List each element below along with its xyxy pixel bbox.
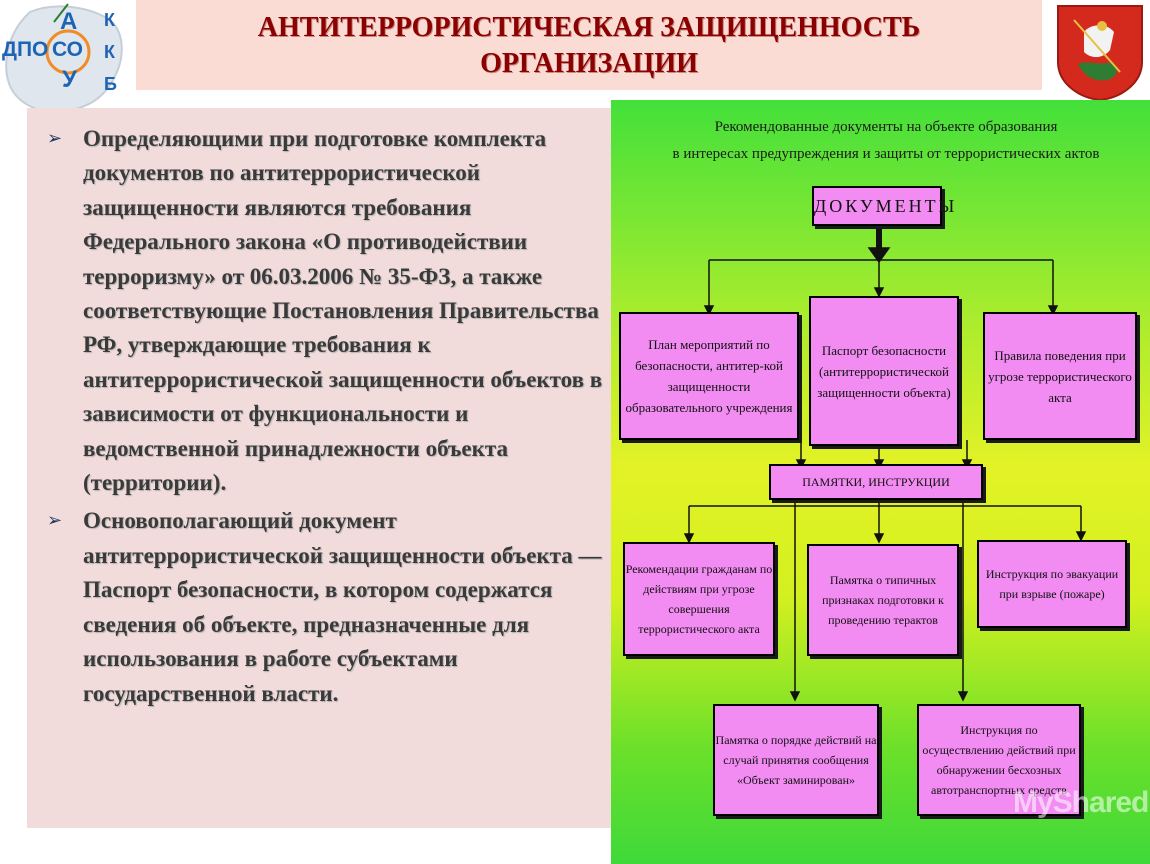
diagram-box-evacuation: Инструкция по эвакуации при взрыве (пожа…: [977, 540, 1127, 628]
list-item: ➢ Определяющими при подготовке комплекта…: [39, 122, 614, 500]
logo-left-letters: ДПО: [2, 38, 49, 61]
moscow-coat-of-arms-icon: [1054, 2, 1146, 102]
diagram-box-rules: Правила поведения при угрозе террористич…: [983, 312, 1137, 440]
logo-right-letter-2: К: [104, 42, 115, 62]
diagram-box-memo-mined: Памятка о порядке действий на случай при…: [713, 704, 879, 816]
diagram-title: Рекомендованные документы на объекте обр…: [651, 114, 1121, 168]
text-panel: ➢ Определяющими при подготовке комплекта…: [27, 108, 611, 828]
bullet-list: ➢ Определяющими при подготовке комплекта…: [39, 122, 614, 715]
bullet-text-2: Основополагающий документ антитеррористи…: [83, 508, 602, 706]
diagram-box-recommendations: Рекомендации гражданам по действиям при …: [623, 542, 775, 656]
watermark-text: MyShared: [1013, 786, 1149, 819]
page-title-line-1: АНТИТЕРРОРИСТИЧЕСКАЯ ЗАЩИЩЕННОСТЬ: [257, 12, 921, 43]
diagram-root-box: ДОКУМЕНТЫ: [812, 186, 954, 226]
logo-right-letter-1: К: [104, 10, 115, 30]
logo-stack-letter-a: А: [60, 8, 78, 35]
title-band: АНТИТЕРРОРИСТИЧЕСКАЯ ЗАЩИЩЕННОСТЬ ОРГАНИ…: [136, 0, 1042, 90]
diagram-box-instruction-vehicles: Инструкция по осуществлению действий при…: [917, 704, 1081, 816]
logo-stack-letter-u: У: [62, 66, 77, 93]
logo-right-letter-3: Б: [104, 74, 117, 94]
diagram-connectors: [683, 228, 1087, 702]
arrow-bullet-icon: ➢: [47, 510, 63, 532]
page-title-line-2: ОРГАНИЗАЦИИ: [480, 48, 698, 79]
arrow-bullet-icon: ➢: [47, 128, 63, 149]
diagram-box-passport: Паспорт безопасности (антитеррористическ…: [809, 296, 959, 446]
diagram-hub-box: ПАМЯТКИ, ИНСТРУКЦИИ: [769, 464, 983, 500]
bullet-text-1: Определяющими при подготовке комплекта д…: [83, 126, 603, 496]
documents-diagram: Рекомендованные документы на объекте обр…: [611, 100, 1150, 864]
page-title: АНТИТЕРРОРИСТИЧЕСКАЯ ЗАЩИЩЕННОСТЬ ОРГАНИ…: [136, 10, 1042, 82]
logo-map-icon: [5, 3, 123, 114]
logo-circle-letters: СО: [52, 38, 83, 61]
organization-logo: ДПО СО А У К К Б: [0, 0, 136, 116]
diagram-box-plan: План мероприятий по безопасности, антите…: [619, 312, 799, 440]
diagram-title-line-1: Рекомендованные документы на объекте обр…: [714, 119, 1058, 135]
diagram-box-memo-signs: Памятка о типичных признаках подготовки …: [807, 544, 959, 656]
diagram-title-line-2: в интересах предупреждения и защиты от т…: [672, 146, 1100, 162]
list-item: ➢ Основополагающий документ антитеррорис…: [39, 504, 614, 710]
